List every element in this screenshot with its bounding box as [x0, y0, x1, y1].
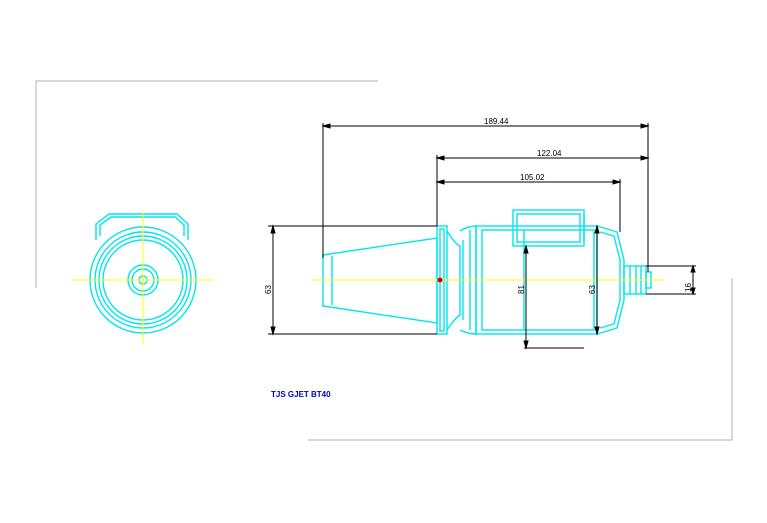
dim-nose-diameter: 63 — [588, 285, 597, 294]
drawing-frame — [35, 80, 733, 441]
dimension-lines — [268, 123, 696, 350]
dim-body-diameter: 81 — [517, 285, 526, 294]
dim-overall-length: 189.44 — [484, 117, 509, 126]
front-view-centerlines — [72, 212, 214, 344]
flange-marker — [437, 277, 443, 283]
dim-body-length: 122.04 — [537, 149, 562, 158]
dim-flange-diameter: 63 — [264, 285, 273, 294]
side-view — [322, 209, 652, 335]
dim-shank-length: 105.02 — [520, 173, 545, 182]
drawing-title: TJS GJET BT40 — [271, 390, 331, 399]
dim-tip-diameter: 16 — [684, 283, 693, 292]
